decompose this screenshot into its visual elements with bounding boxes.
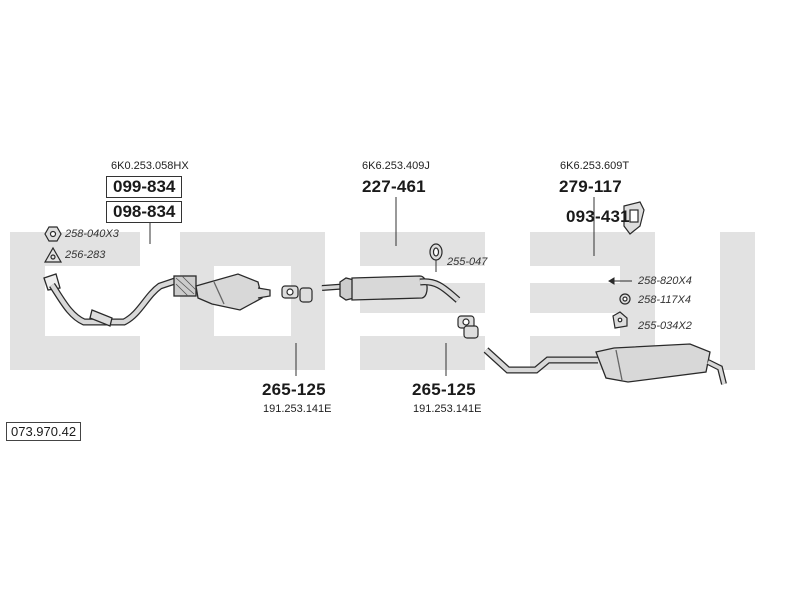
bolt-icon — [608, 277, 632, 285]
gasket-ring-icon — [43, 246, 63, 263]
clamp-right-oem-number: 191.253.141E — [413, 403, 482, 415]
hanger-bracket-icon — [623, 201, 645, 235]
rear-oem-number: 6K6.253.609T — [560, 160, 630, 172]
rear-silencer — [483, 343, 727, 385]
hardware-label-6[interactable]: 255-034X2 — [638, 320, 692, 332]
diagram-reference-number: 073.970.42 — [6, 422, 82, 441]
hardware-label-1[interactable]: 258-040X3 — [65, 228, 119, 240]
front-part-number-1[interactable]: 099-834 — [106, 176, 183, 198]
clamp-left-part-number[interactable]: 265-125 — [262, 380, 326, 399]
hardware-label-4[interactable]: 258-820X4 — [638, 275, 692, 287]
front-oem-number: 6K0.253.058HX — [111, 160, 189, 172]
middle-silencer — [321, 275, 461, 303]
hardware-label-2[interactable]: 256-283 — [65, 249, 106, 261]
clamp-right — [457, 315, 479, 339]
rear-part-number[interactable]: 279-117 — [559, 177, 622, 196]
hardware-label-5[interactable]: 258-117X4 — [638, 294, 692, 306]
front-pipe — [43, 273, 197, 327]
clamp-right-part-number[interactable]: 265-125 — [412, 380, 476, 399]
rubber-hanger-icon — [429, 243, 443, 261]
washer-icon — [619, 293, 631, 305]
middle-part-number[interactable]: 227-461 — [362, 177, 426, 196]
hardware-label-3[interactable]: 255-047 — [447, 256, 488, 268]
clamp-left-oem-number: 191.253.141E — [263, 403, 332, 415]
middle-oem-number: 6K6.253.409J — [362, 160, 430, 172]
front-part-number-2[interactable]: 098-834 — [106, 201, 183, 223]
leader-lines — [149, 197, 595, 376]
hex-nut-icon — [44, 226, 62, 242]
clip-icon — [612, 311, 628, 329]
rear-bracket-part-number[interactable]: 093-431 — [566, 207, 630, 226]
catalytic-converter — [195, 273, 271, 311]
pipe-bracket — [89, 309, 113, 327]
clamp-left — [281, 285, 313, 303]
